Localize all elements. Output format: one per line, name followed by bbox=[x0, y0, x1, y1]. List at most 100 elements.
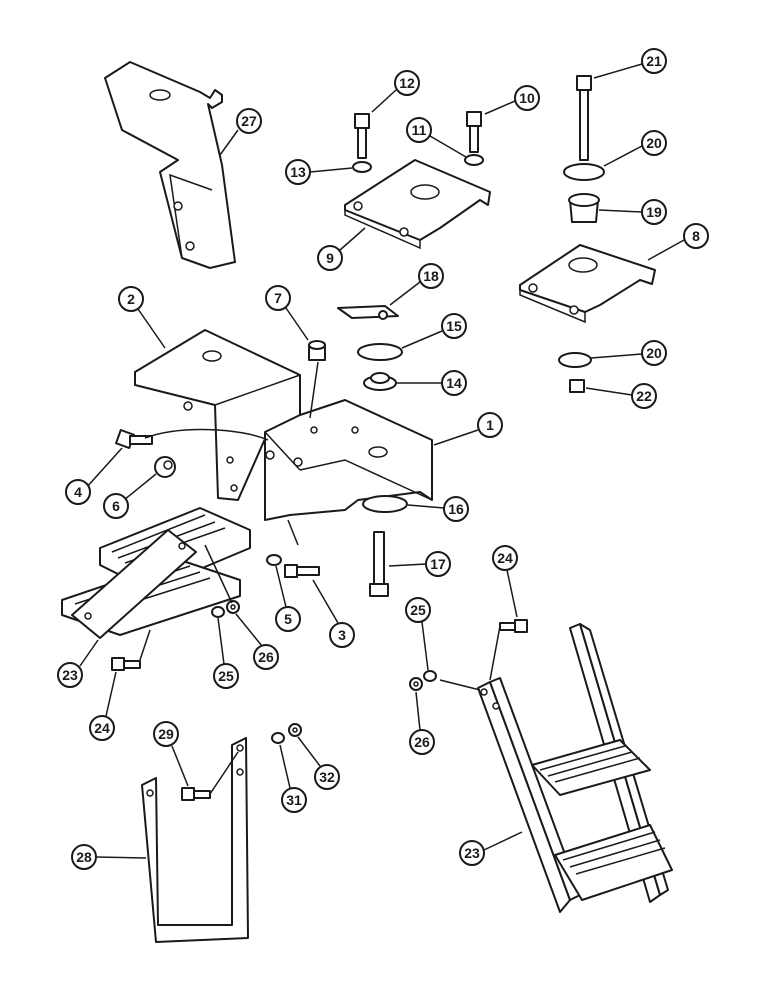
bushing-part-19 bbox=[568, 193, 600, 223]
bolt-part-24-left bbox=[111, 657, 141, 671]
callout-6: 6 bbox=[103, 473, 157, 519]
nut-part-32 bbox=[288, 723, 302, 737]
callout-20-lower: 20 bbox=[590, 340, 667, 366]
bracket-part-2 bbox=[134, 329, 301, 501]
callout-label: 25 bbox=[218, 668, 234, 684]
washer-part-25-left bbox=[211, 606, 225, 618]
callout-2: 2 bbox=[118, 286, 166, 349]
callout-28: 28 bbox=[71, 844, 147, 870]
callout-3: 3 bbox=[312, 579, 355, 648]
callout-label: 14 bbox=[446, 375, 462, 391]
callout-label: 17 bbox=[430, 556, 446, 572]
callout-label: 27 bbox=[241, 113, 257, 129]
callout-27: 27 bbox=[219, 108, 262, 156]
callout-label: 22 bbox=[636, 388, 652, 404]
bolt-part-4 bbox=[115, 429, 153, 449]
nut-part-26-left bbox=[226, 600, 240, 614]
bolt-part-29 bbox=[181, 787, 211, 801]
callout-label: 18 bbox=[423, 268, 439, 284]
bolt-part-12 bbox=[354, 113, 370, 159]
callout-24-upper: 24 bbox=[492, 545, 518, 618]
callout-label: 6 bbox=[112, 498, 120, 514]
washer-part-31 bbox=[271, 732, 285, 744]
callout-label: 2 bbox=[127, 291, 135, 307]
callout-label: 20 bbox=[646, 345, 662, 361]
callout-label: 1 bbox=[486, 417, 494, 433]
callout-26-right: 26 bbox=[409, 691, 435, 755]
bolt-part-10 bbox=[466, 111, 482, 153]
callout-9: 9 bbox=[317, 227, 366, 271]
callout-label: 12 bbox=[399, 75, 415, 91]
callout-1: 1 bbox=[433, 412, 503, 446]
washer-part-5 bbox=[266, 554, 282, 566]
callout-label: 16 bbox=[448, 501, 464, 517]
callout-label: 4 bbox=[74, 484, 82, 500]
bracket-part-27 bbox=[104, 61, 236, 269]
callout-label: 25 bbox=[410, 602, 426, 618]
callout-label: 26 bbox=[414, 734, 430, 750]
spacer-part-7 bbox=[308, 340, 326, 361]
bracket-part-1 bbox=[264, 399, 433, 521]
callout-24-lower: 24 bbox=[89, 671, 117, 741]
callout-10: 10 bbox=[484, 85, 540, 115]
callout-5: 5 bbox=[275, 565, 301, 632]
bolt-part-17 bbox=[369, 531, 389, 597]
callout-17: 17 bbox=[388, 551, 451, 577]
washer-part-15 bbox=[357, 343, 403, 361]
washer-part-25-right bbox=[423, 670, 437, 682]
callout-label: 9 bbox=[326, 250, 334, 266]
callout-7: 7 bbox=[265, 285, 309, 341]
step-part-23-left bbox=[61, 507, 251, 639]
plate-part-8 bbox=[519, 244, 656, 324]
callout-16: 16 bbox=[407, 496, 469, 522]
nut-part-22 bbox=[569, 379, 585, 393]
callout-label: 10 bbox=[519, 90, 535, 106]
callout-label: 7 bbox=[274, 290, 282, 306]
callout-14: 14 bbox=[396, 370, 467, 396]
callout-13: 13 bbox=[285, 159, 353, 185]
callout-label: 32 bbox=[319, 769, 335, 785]
step-part-23-right bbox=[477, 623, 673, 913]
callout-25-left: 25 bbox=[213, 617, 239, 689]
washer-part-20-upper bbox=[563, 163, 605, 181]
callout-label: 19 bbox=[646, 204, 662, 220]
washer-part-11 bbox=[464, 154, 484, 166]
clip-part-18 bbox=[337, 305, 399, 320]
bolt-part-24-right bbox=[499, 619, 528, 633]
bolt-part-21 bbox=[576, 75, 592, 161]
callout-label: 26 bbox=[258, 649, 274, 665]
washer-part-16 bbox=[362, 495, 408, 513]
callout-15: 15 bbox=[401, 313, 467, 349]
callout-21: 21 bbox=[593, 48, 667, 79]
callout-label: 28 bbox=[76, 849, 92, 865]
callout-label: 5 bbox=[284, 611, 292, 627]
callout-8: 8 bbox=[647, 223, 709, 261]
callout-18: 18 bbox=[389, 263, 444, 306]
callout-4: 4 bbox=[65, 447, 123, 505]
callout-label: 13 bbox=[290, 164, 306, 180]
callout-32: 32 bbox=[297, 736, 340, 790]
callout-label: 15 bbox=[446, 318, 462, 334]
callout-label: 3 bbox=[338, 627, 346, 643]
bracket-part-28 bbox=[141, 737, 249, 943]
callout-26-left: 26 bbox=[235, 613, 279, 670]
washer-part-13 bbox=[352, 161, 372, 173]
nut-part-26-right bbox=[409, 677, 423, 691]
bushing-part-14 bbox=[363, 372, 397, 391]
callout-label: 23 bbox=[62, 667, 78, 683]
callout-23-left: 23 bbox=[57, 639, 99, 688]
plate-part-9 bbox=[344, 159, 491, 250]
assembly-guide-lines bbox=[139, 361, 501, 795]
callout-label: 24 bbox=[94, 720, 110, 736]
callout-29: 29 bbox=[153, 721, 189, 787]
callout-label: 8 bbox=[692, 228, 700, 244]
callout-label: 11 bbox=[412, 122, 427, 138]
callout-label: 20 bbox=[646, 135, 662, 151]
callout-12: 12 bbox=[371, 70, 420, 113]
callout-11: 11 bbox=[406, 117, 467, 158]
callout-19: 19 bbox=[598, 199, 667, 225]
callout-22: 22 bbox=[585, 383, 657, 409]
callout-label: 24 bbox=[497, 550, 513, 566]
callout-31: 31 bbox=[279, 744, 307, 813]
